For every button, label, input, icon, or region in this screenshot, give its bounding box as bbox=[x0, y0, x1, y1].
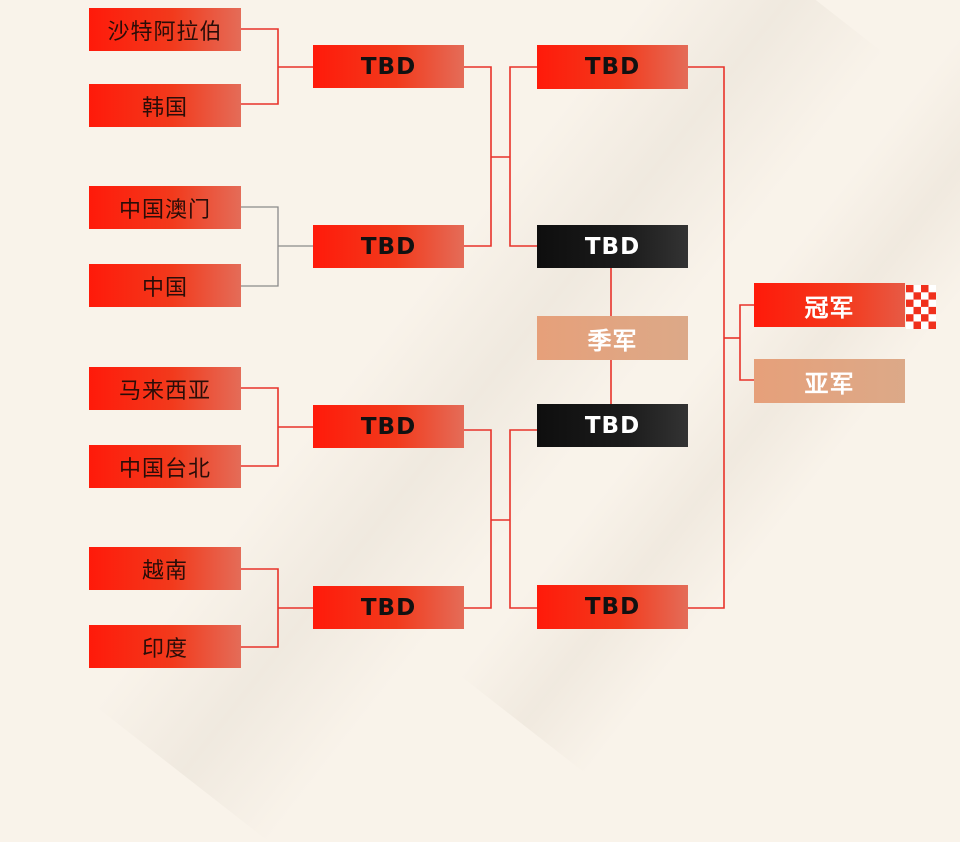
team-box-saudi-arabia: 沙特阿拉伯 bbox=[89, 8, 241, 51]
champion-box: 冠军 bbox=[754, 283, 905, 327]
team-box-chinese-taipei: 中国台北 bbox=[89, 445, 241, 488]
quarterfinal-2-box: TBD bbox=[313, 225, 464, 268]
quarterfinal-4-box: TBD bbox=[313, 586, 464, 629]
quarterfinal-1-box: TBD bbox=[313, 45, 464, 88]
team-box-korea: 韩国 bbox=[89, 84, 241, 127]
team-box-china: 中国 bbox=[89, 264, 241, 307]
team-box-malaysia: 马来西亚 bbox=[89, 367, 241, 410]
team-box-vietnam: 越南 bbox=[89, 547, 241, 590]
runner-up-box: 亚军 bbox=[754, 359, 905, 403]
semifinal-upper-mid-box: TBD bbox=[537, 225, 688, 268]
quarterfinal-3-box: TBD bbox=[313, 405, 464, 448]
semifinal-lower-mid-box: TBD bbox=[537, 404, 688, 447]
third-place-box: 季军 bbox=[537, 316, 688, 360]
bracket-lines bbox=[241, 28, 754, 648]
team-box-india: 印度 bbox=[89, 625, 241, 668]
team-box-macao: 中国澳门 bbox=[89, 186, 241, 229]
semifinal-top-box: TBD bbox=[537, 45, 688, 89]
checkered-flag-icon bbox=[906, 285, 936, 329]
semifinal-bottom-box: TBD bbox=[537, 585, 688, 629]
